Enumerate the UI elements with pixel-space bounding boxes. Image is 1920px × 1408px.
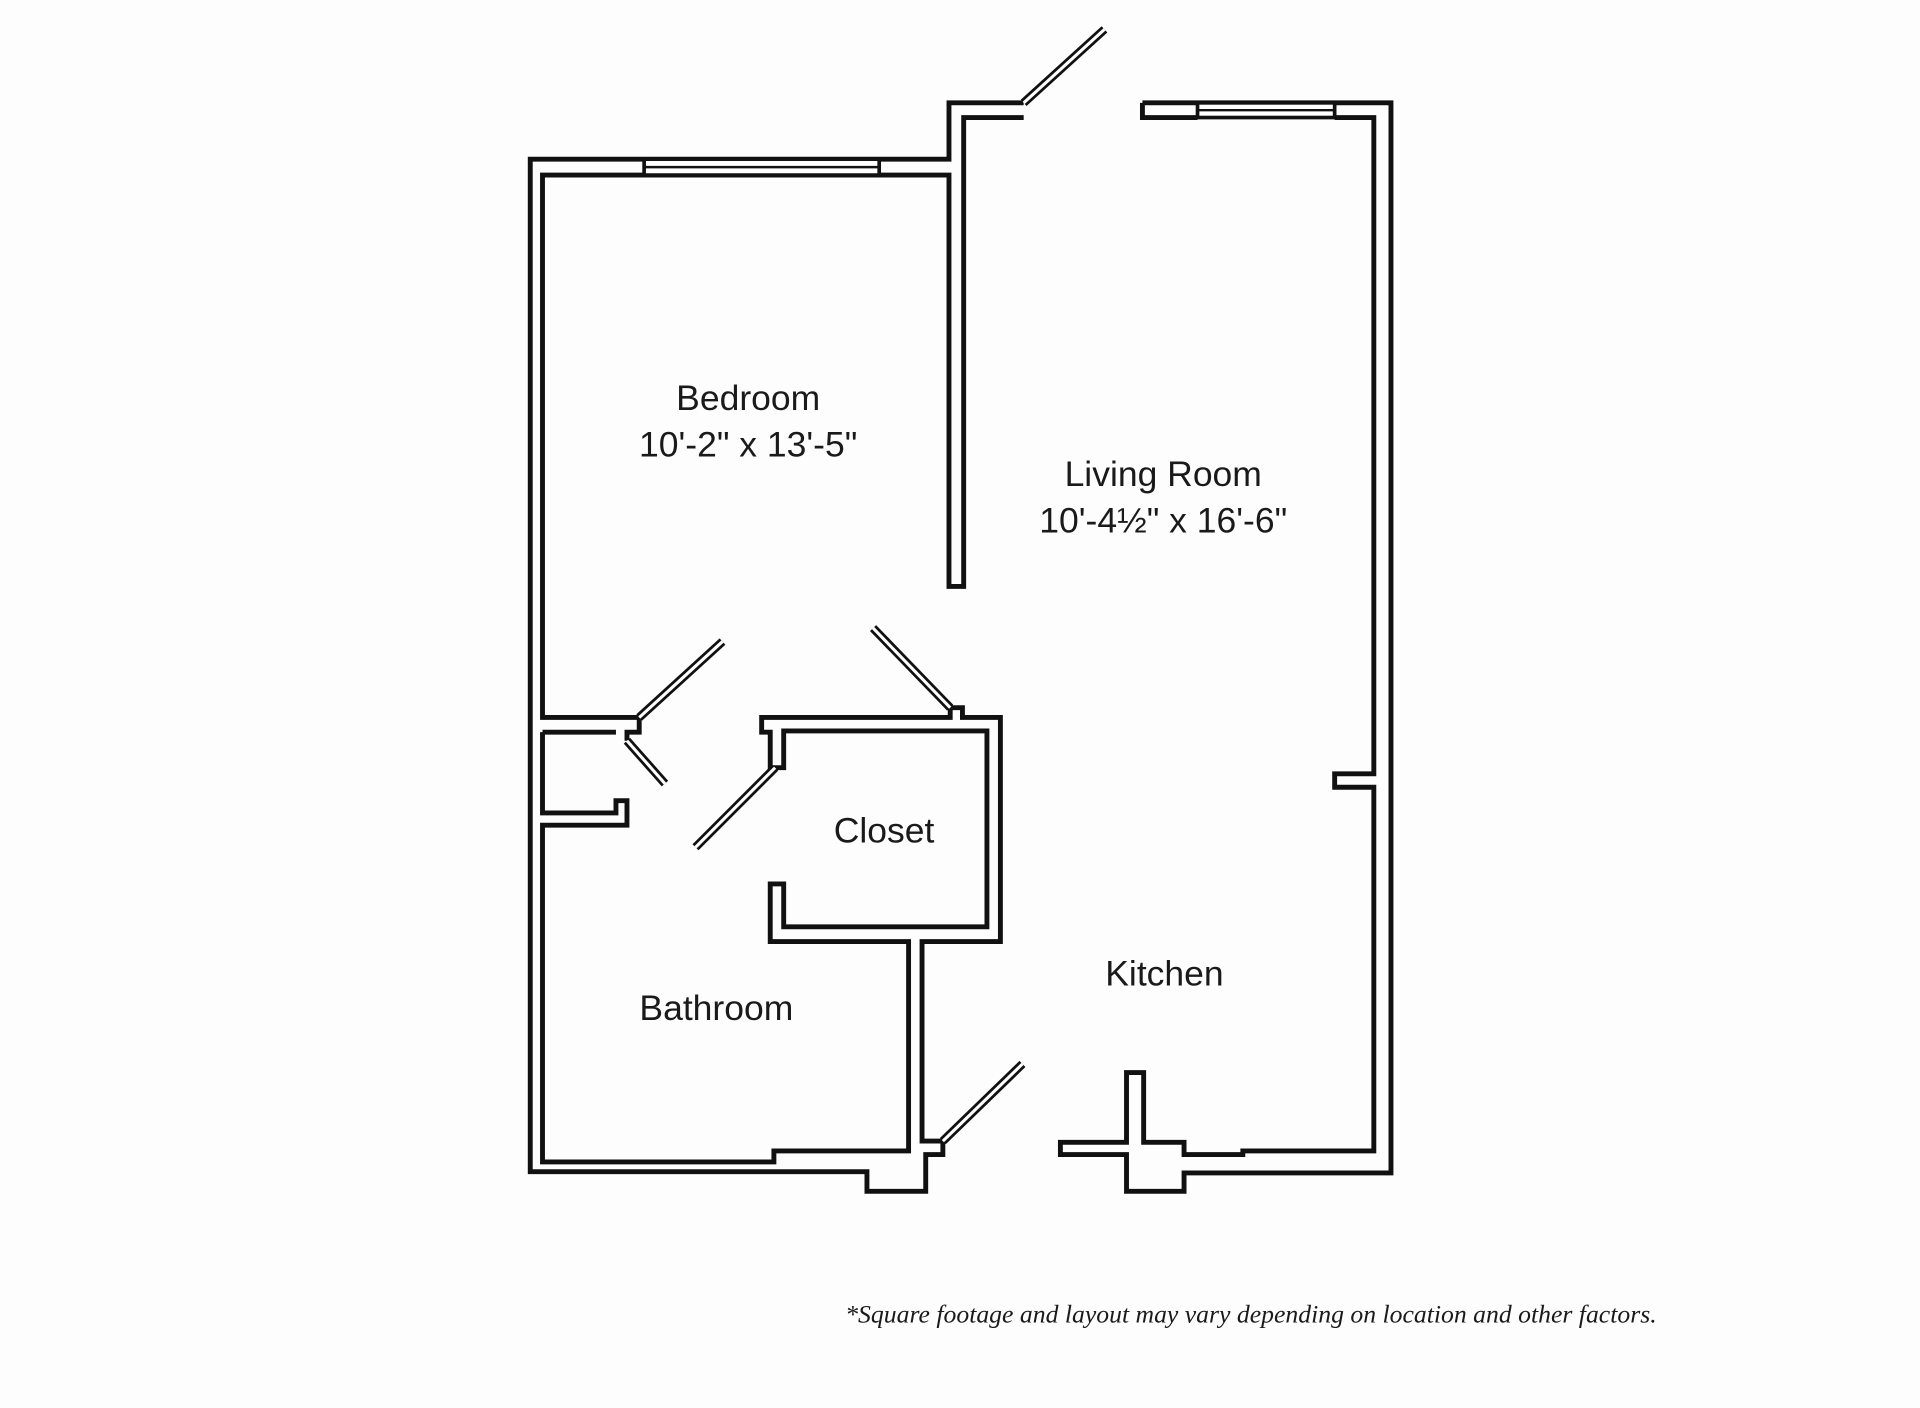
living-room-dimensions: 10'-4½" x 16'-6" <box>1039 501 1287 541</box>
bedroom-dimensions: 10'-2" x 13'-5" <box>639 425 857 465</box>
door-leaf <box>638 640 724 719</box>
closet-door <box>692 764 779 851</box>
outer-wall-right <box>1057 100 1394 1194</box>
bedroom-door <box>636 638 726 721</box>
bathroom-wall <box>540 705 1003 1165</box>
closet-label: Closet <box>834 810 935 850</box>
door-leaf <box>625 739 667 785</box>
door-leaf <box>871 627 952 709</box>
living-room-label: Living Room <box>1065 454 1262 494</box>
walls <box>527 100 1394 1194</box>
doors <box>623 26 1108 1145</box>
door-leaf <box>941 1062 1024 1143</box>
bedroom-closet-door <box>869 625 954 711</box>
entry-door <box>1020 26 1108 107</box>
footnote: *Square footage and layout may vary depe… <box>845 1299 1656 1328</box>
linen-closet-door <box>623 737 669 787</box>
outer-wall-left <box>527 100 1024 1194</box>
kitchen-label: Kitchen <box>1105 954 1223 994</box>
living-room-window <box>1195 101 1337 120</box>
bedroom-partition-wall <box>540 115 1024 741</box>
door-leaf <box>1022 28 1106 104</box>
bathroom-door <box>939 1060 1026 1145</box>
bedroom-window <box>642 157 882 177</box>
bedroom-label: Bedroom <box>676 378 820 418</box>
door-leaf <box>694 766 777 849</box>
bathroom-label: Bathroom <box>639 988 793 1028</box>
